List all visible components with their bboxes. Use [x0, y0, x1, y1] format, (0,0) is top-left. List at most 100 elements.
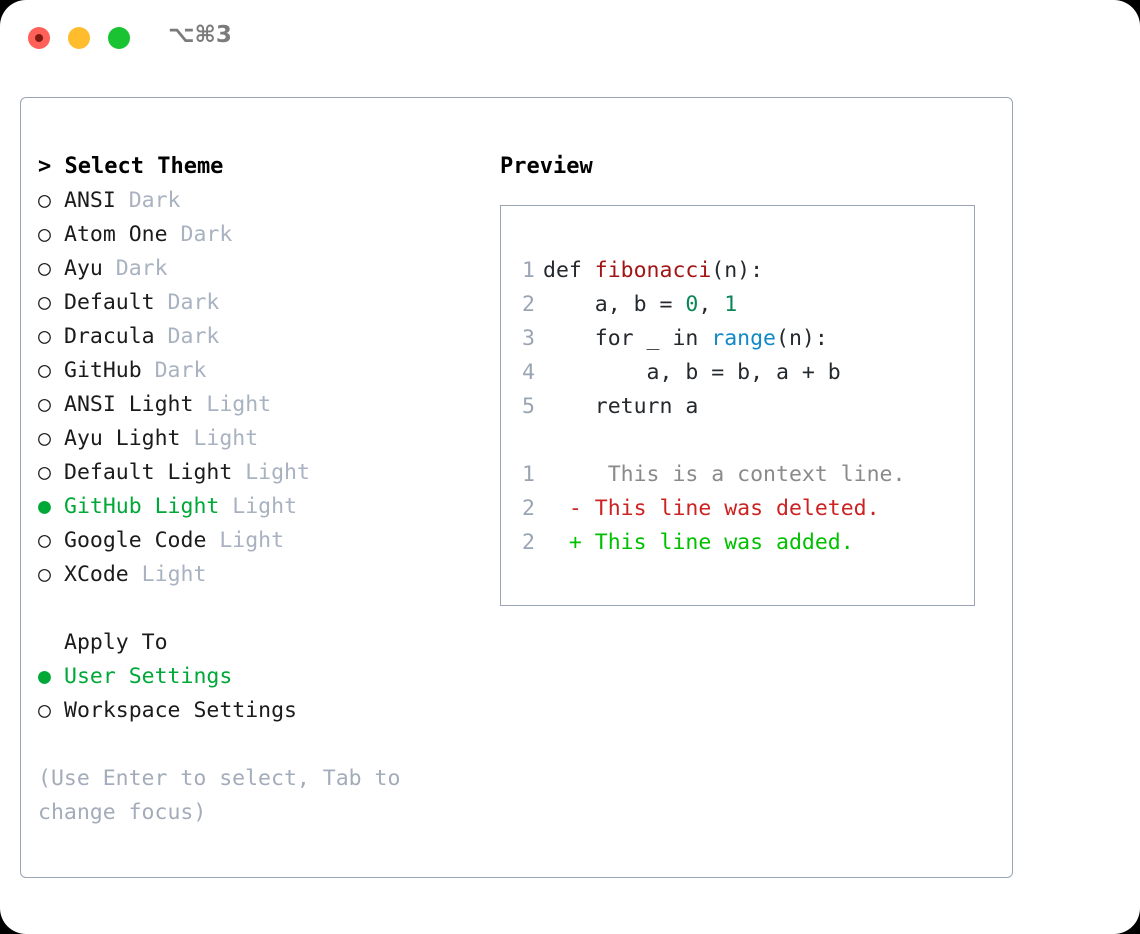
theme-category-tag: Dark: [167, 222, 233, 247]
code-token: ,: [698, 292, 725, 317]
diff-text: + This line was added.: [543, 530, 854, 555]
line-number: 1: [522, 258, 535, 283]
line-number: 2: [522, 530, 535, 555]
theme-list-item[interactable]: ○ ANSI Dark: [38, 184, 478, 218]
keyboard-shortcut-label: ⌥⌘3: [168, 22, 232, 48]
theme-category-tag: Dark: [141, 358, 207, 383]
code-token: for _ in: [543, 326, 712, 351]
radio-selected-icon: ●: [38, 494, 51, 519]
theme-list-item[interactable]: ○ Default Dark: [38, 286, 478, 320]
radio-unselected-icon: ○: [38, 324, 51, 349]
diff-text: This is a context line.: [543, 462, 906, 487]
theme-category-tag: Light: [206, 528, 285, 553]
theme-category-tag: Dark: [115, 188, 181, 213]
theme-name: Ayu Light: [64, 426, 181, 451]
line-number: 4: [522, 360, 535, 385]
line-number: 1: [522, 462, 535, 487]
code-token: def: [543, 258, 595, 283]
theme-list-item[interactable]: ● GitHub Light Light: [38, 490, 478, 524]
minimize-button[interactable]: [68, 27, 90, 49]
apply-to-label: User Settings: [64, 664, 233, 689]
radio-unselected-icon: ○: [38, 256, 51, 281]
line-number: 3: [522, 326, 535, 351]
theme-name: Default: [64, 290, 155, 315]
apply-to-item[interactable]: ○Workspace Settings: [38, 694, 478, 728]
select-theme-header: > Select Theme: [38, 154, 224, 179]
maximize-button[interactable]: [108, 27, 130, 49]
code-line: 1 def fibonacci(n):: [501, 254, 974, 288]
code-line: 4 a, b = b, a + b: [501, 356, 974, 390]
theme-list-item[interactable]: ○ Google Code Light: [38, 524, 478, 558]
line-number: 2: [522, 292, 535, 317]
code-line: 3 for _ in range(n):: [501, 322, 974, 356]
theme-name: ANSI: [64, 188, 116, 213]
theme-list-item[interactable]: ○ Ayu Dark: [38, 252, 478, 286]
theme-selection-column: > Select Theme ○ANSI Dark○Atom One Dark○…: [38, 150, 478, 830]
diff-text: - This line was deleted.: [543, 496, 880, 521]
theme-name: Ayu: [64, 256, 103, 281]
spacer: [501, 424, 974, 458]
preview-title: Preview: [500, 154, 593, 179]
theme-name: Atom One: [64, 222, 168, 247]
theme-category-tag: Light: [180, 426, 259, 451]
theme-category-tag: Light: [128, 562, 207, 587]
diff-line: 1 This is a context line.: [501, 458, 974, 492]
apply-to-header: Apply To: [64, 630, 168, 655]
apply-to-item[interactable]: ● User Settings: [38, 660, 478, 694]
code-token: return a: [543, 394, 699, 419]
diff-line: 2 + This line was added.: [501, 526, 974, 560]
theme-name: XCode: [64, 562, 129, 587]
theme-name: Dracula: [64, 324, 155, 349]
theme-name: GitHub: [64, 358, 142, 383]
theme-list-item[interactable]: ○ XCode Light: [38, 558, 478, 592]
theme-category-tag: Light: [232, 460, 310, 485]
dialog-panel: > Select Theme ○ANSI Dark○Atom One Dark○…: [20, 97, 1013, 878]
diff-sample: 1 This is a context line.2 - This line w…: [501, 458, 974, 560]
line-number: 2: [522, 496, 535, 521]
theme-list[interactable]: ○ ANSI Dark ○ Atom One Dark ○ Ayu Dark ○ Defaul…: [38, 184, 478, 592]
code-token: (n):: [711, 258, 764, 283]
title-bar: ⌥⌘3: [0, 0, 1140, 76]
theme-category-tag: Dark: [154, 290, 220, 315]
theme-list-item[interactable]: ○ Atom One Dark: [38, 218, 478, 252]
radio-selected-icon: ●: [38, 664, 51, 689]
theme-list-item[interactable]: ○Dracula Dark: [38, 320, 478, 354]
code-line: 2 a, b = 0, 1: [501, 288, 974, 322]
code-token: 0: [685, 292, 699, 317]
apply-to-list[interactable]: ● User Settings ○Workspace Settings: [38, 660, 478, 728]
radio-unselected-icon: ○: [38, 188, 51, 213]
theme-name: GitHub Light: [64, 494, 220, 519]
theme-category-tag: Light: [193, 392, 272, 417]
theme-list-item[interactable]: ○ Ayu Light Light: [38, 422, 478, 456]
diff-line: 2 - This line was deleted.: [501, 492, 974, 526]
theme-list-item[interactable]: ○ANSI Light Light: [38, 388, 478, 422]
radio-unselected-icon: ○: [38, 426, 51, 451]
radio-unselected-icon: ○: [38, 460, 51, 485]
code-token: 1: [724, 292, 738, 317]
code-token: a, b = b, a + b: [543, 360, 841, 385]
theme-category-tag: Light: [219, 494, 298, 519]
apply-to-label: Workspace Settings: [64, 698, 297, 723]
theme-category-tag: Dark: [102, 256, 168, 281]
theme-name: Default Light: [64, 460, 233, 485]
radio-unselected-icon: ○: [38, 222, 51, 247]
theme-name: ANSI Light: [64, 392, 194, 417]
radio-unselected-icon: ○: [38, 562, 51, 587]
close-button[interactable]: [28, 27, 50, 49]
keyboard-hint: (Use Enter to select, Tab to change focu…: [38, 766, 401, 825]
line-number: 5: [522, 394, 535, 419]
code-token: fibonacci: [594, 258, 712, 283]
code-line: 5 return a: [501, 390, 974, 424]
radio-unselected-icon: ○: [38, 290, 51, 315]
theme-list-item[interactable]: ○ GitHub Dark: [38, 354, 478, 388]
code-token: (n):: [776, 326, 828, 351]
code-token: range: [711, 326, 777, 351]
radio-unselected-icon: ○: [38, 528, 51, 553]
radio-unselected-icon: ○: [38, 358, 51, 383]
theme-name: Google Code: [64, 528, 207, 553]
spacer: [38, 592, 478, 626]
theme-list-item[interactable]: ○ Default Light Light: [38, 456, 478, 490]
